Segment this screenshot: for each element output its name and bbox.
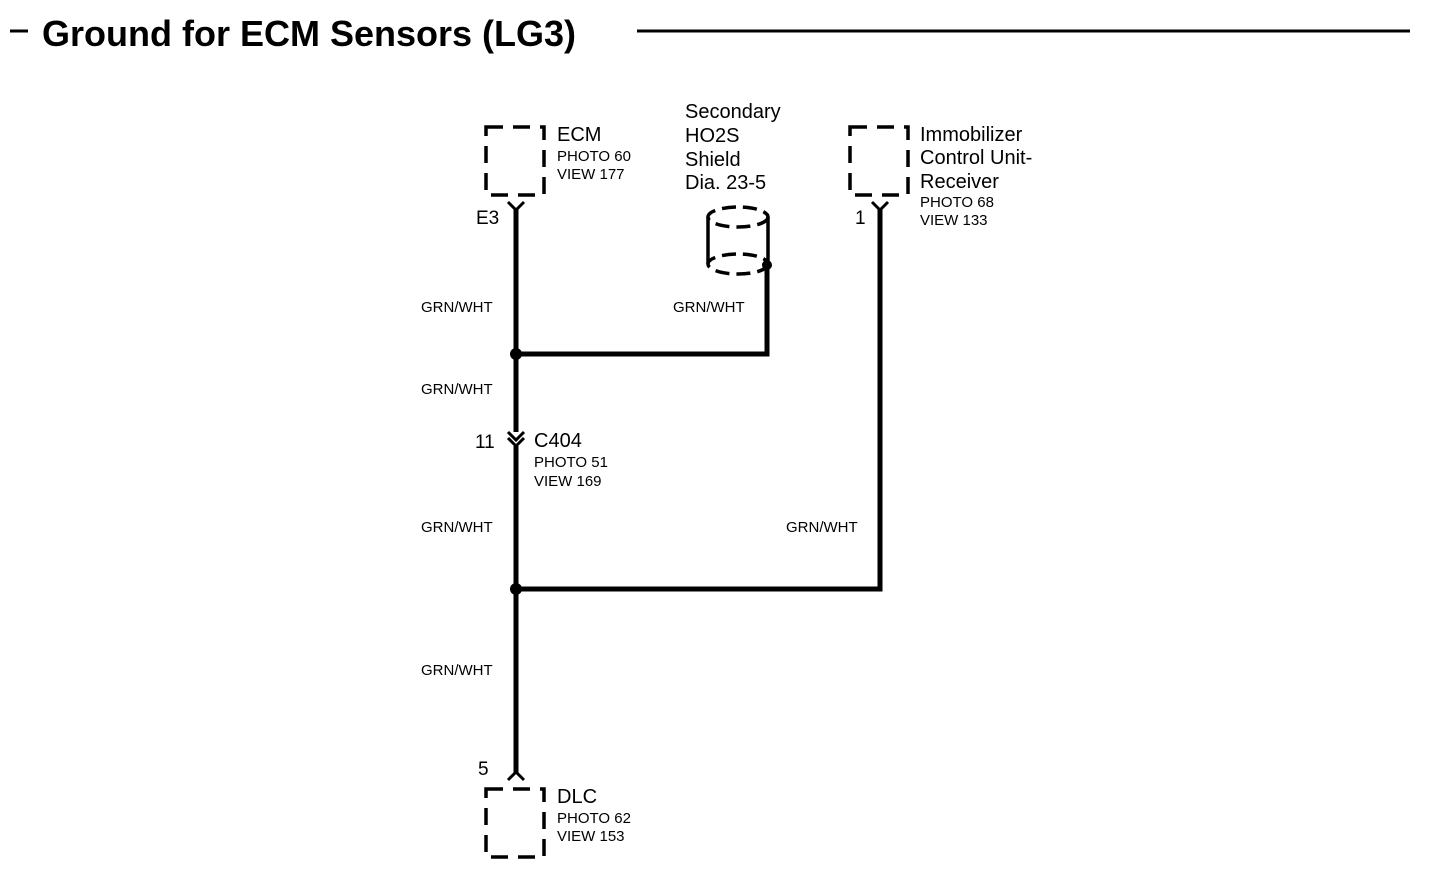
c404-view: VIEW 169 [534,473,602,490]
wire-label-shield: GRN/WHT [673,299,745,316]
immobilizer-name-line-3: Receiver [920,171,999,193]
ecm-component: ECM PHOTO 60 VIEW 177 E3 [476,124,631,229]
shield-component: Secondary HO2S Shield Dia. 23-5 [685,101,781,276]
wire-shield-to-splice [516,266,770,357]
dlc-component: 5 DLC PHOTO 62 VIEW 153 [478,759,631,859]
dlc-connector-box [484,787,546,859]
c404-pin: 11 [475,432,495,453]
shield-label-line-1: Secondary [685,101,781,123]
dlc-pin: 5 [478,759,489,780]
immobilizer-pin: 1 [855,208,866,229]
wire-label-splice-to-c404: GRN/WHT [421,381,493,398]
dlc-photo: PHOTO 62 [557,810,631,827]
wire-label-immobilizer: GRN/WHT [786,519,858,536]
c404-female-terminal [506,436,526,449]
immobilizer-name-line-2: Control Unit- [920,147,1032,169]
ecm-name: ECM [557,124,601,146]
shield-top-ellipse [706,205,770,229]
immobilizer-component: Immobilizer Control Unit- Receiver PHOTO… [848,124,1032,229]
ecm-photo: PHOTO 60 [557,148,631,165]
wire-label-c404-to-splice: GRN/WHT [421,519,493,536]
ecm-pin: E3 [476,208,499,229]
shield-label-line-4: Dia. 23-5 [685,172,766,194]
dlc-view: VIEW 153 [557,828,625,845]
shield-label-line-2: HO2S [685,125,739,147]
c404-name: C404 [534,430,582,452]
immobilizer-connector-box [848,125,910,197]
splice-lower [510,583,522,595]
dlc-terminal [506,769,526,782]
immobilizer-name-line-1: Immobilizer [920,124,1023,146]
immobilizer-view: VIEW 133 [920,212,988,229]
wire-label-dlc: GRN/WHT [421,662,493,679]
ecm-connector-box [484,125,546,197]
splice-upper [510,348,522,360]
wire-label-ecm: GRN/WHT [421,299,493,316]
shield-label-line-3: Shield [685,149,741,171]
c404-connector: 11 C404 PHOTO 51 VIEW 169 [475,430,608,490]
c404-photo: PHOTO 51 [534,454,608,471]
c404-male-terminal [506,430,526,443]
page-title: Ground for ECM Sensors (LG3) [42,13,576,54]
shield-bottom-ellipse [706,252,770,276]
immobilizer-photo: PHOTO 68 [920,194,994,211]
wire-immobilizer-to-splice [516,208,883,592]
dlc-name: DLC [557,786,597,808]
ecm-view: VIEW 177 [557,166,625,183]
